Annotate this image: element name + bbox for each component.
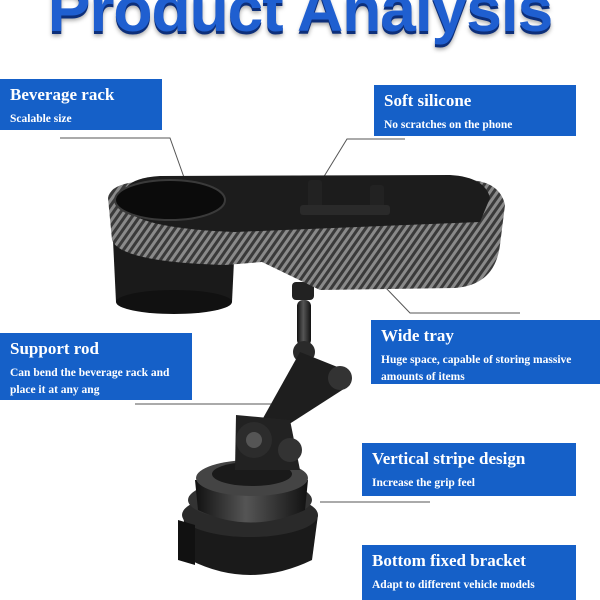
bottom-bracket-shape xyxy=(178,460,318,575)
callout-heading: Support rod xyxy=(10,339,99,358)
leader-wide-tray xyxy=(384,286,520,314)
callout-subtext: Adapt to different vehicle models xyxy=(372,579,535,591)
page-title: Product Analysis xyxy=(47,0,553,45)
support-rod-shape xyxy=(235,282,352,470)
callout-heading: Soft silicone xyxy=(384,91,472,110)
leader-beverage-rack xyxy=(60,137,187,184)
callout-subtext: Huge space, capable of storing massive a… xyxy=(381,354,572,383)
callout-subtext: Increase the grip feel xyxy=(372,477,475,489)
callout-heading: Bottom fixed bracket xyxy=(372,551,526,570)
callout-vertical-stripe: Vertical stripe design Increase the grip… xyxy=(362,443,576,496)
callout-soft-silicone: Soft silicone No scratches on the phone xyxy=(374,85,576,136)
callout-beverage-rack: Beverage rack Scalable size xyxy=(0,79,162,130)
callout-heading: Beverage rack xyxy=(10,85,115,104)
callout-support-rod: Support rod Can bend the beverage rack a… xyxy=(0,333,192,400)
callout-heading: Vertical stripe design xyxy=(372,449,526,468)
callout-wide-tray: Wide tray Huge space, capable of storing… xyxy=(371,320,600,384)
tray-shape xyxy=(108,175,505,314)
callout-subtext: No scratches on the phone xyxy=(384,119,513,131)
leader-soft-silicone xyxy=(319,138,405,184)
callout-heading: Wide tray xyxy=(381,326,454,345)
callout-bottom-bracket: Bottom fixed bracket Adapt to different … xyxy=(362,545,576,600)
callout-subtext: Can bend the beverage rack and place it … xyxy=(10,367,170,396)
callout-subtext: Scalable size xyxy=(10,113,72,125)
